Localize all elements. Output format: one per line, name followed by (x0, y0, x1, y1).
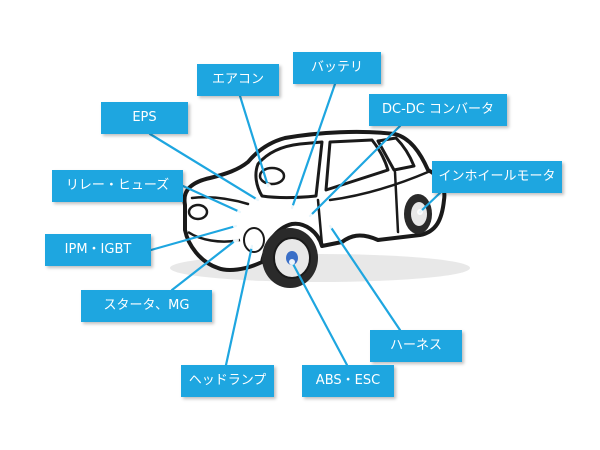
line-aircon (238, 94, 270, 188)
line-relay (181, 184, 242, 214)
line-eps (148, 132, 260, 202)
steering-wheel (258, 166, 286, 186)
label-ipm-igbt: IPM・IGBT (45, 234, 151, 266)
label-battery: バッテリ (293, 52, 381, 84)
line-battery (290, 82, 337, 210)
label-eps: EPS (101, 102, 188, 134)
label-relay-fuse: リレー・ヒューズ (52, 170, 183, 202)
label-harness: ハーネス (370, 330, 462, 362)
label-aircon: エアコン (197, 64, 279, 96)
line-harness (328, 224, 402, 332)
label-starter-mg: スタータ、MG (81, 290, 212, 322)
label-abs-esc: ABS・ESC (302, 365, 394, 397)
fog-light (243, 227, 265, 253)
connector-lines (148, 82, 442, 367)
label-headlamp: ヘッドランプ (181, 365, 274, 397)
line-dcdc (308, 124, 402, 218)
headlight (187, 203, 209, 221)
label-in-wheel-motor: インホイールモータ (432, 161, 562, 193)
line-starter (170, 238, 238, 292)
line-ipm (149, 224, 238, 252)
front-wheel (262, 228, 318, 288)
line-inwheel (418, 191, 442, 214)
label-dcdc-converter: DC-DC コンバータ (369, 94, 507, 126)
connector-endpoints (233, 183, 423, 265)
line-headlamp (224, 244, 254, 367)
line-abs (290, 260, 349, 367)
